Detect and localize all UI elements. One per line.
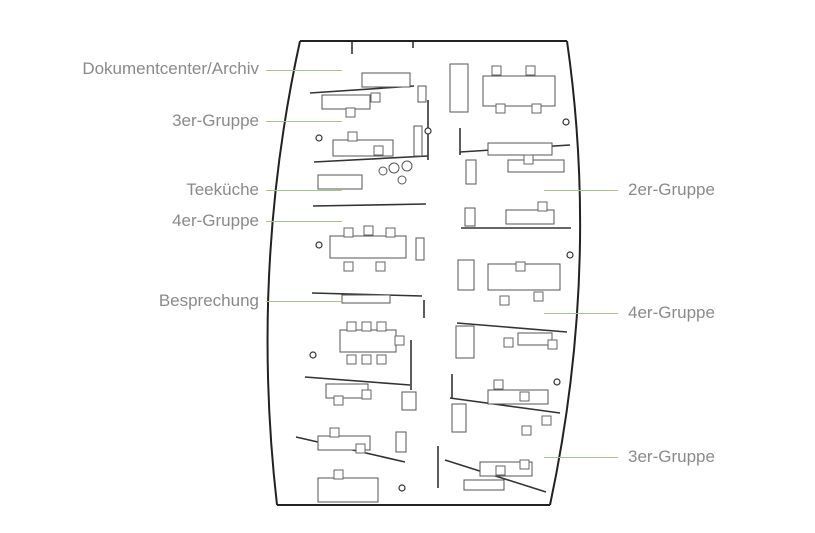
label-3er-gruppe-right: 3er-Gruppe [628,447,715,466]
leader-besprechung [266,301,342,302]
leader-3er-gruppe-right [544,457,618,458]
leader-dokumentcenter [266,70,342,71]
leader-2er-gruppe-right [544,190,618,191]
leader-teekueche [266,190,342,191]
leader-4er-gruppe-right [544,313,618,314]
label-4er-gruppe-right: 4er-Gruppe [628,303,715,322]
outer-wall-left [266,40,301,506]
leader-4er-gruppe-left [266,221,342,222]
label-4er-gruppe-left: 4er-Gruppe [172,211,259,230]
label-2er-gruppe-right: 2er-Gruppe [628,180,715,199]
leader-3er-gruppe-left [266,121,342,122]
label-dokumentcenter: Dokumentcenter/Archiv [82,59,259,78]
label-besprechung: Besprechung [158,291,259,310]
outer-wall-right [549,40,582,506]
label-teekueche: Teeküche [186,180,259,199]
label-3er-gruppe-left: 3er-Gruppe [172,111,259,130]
